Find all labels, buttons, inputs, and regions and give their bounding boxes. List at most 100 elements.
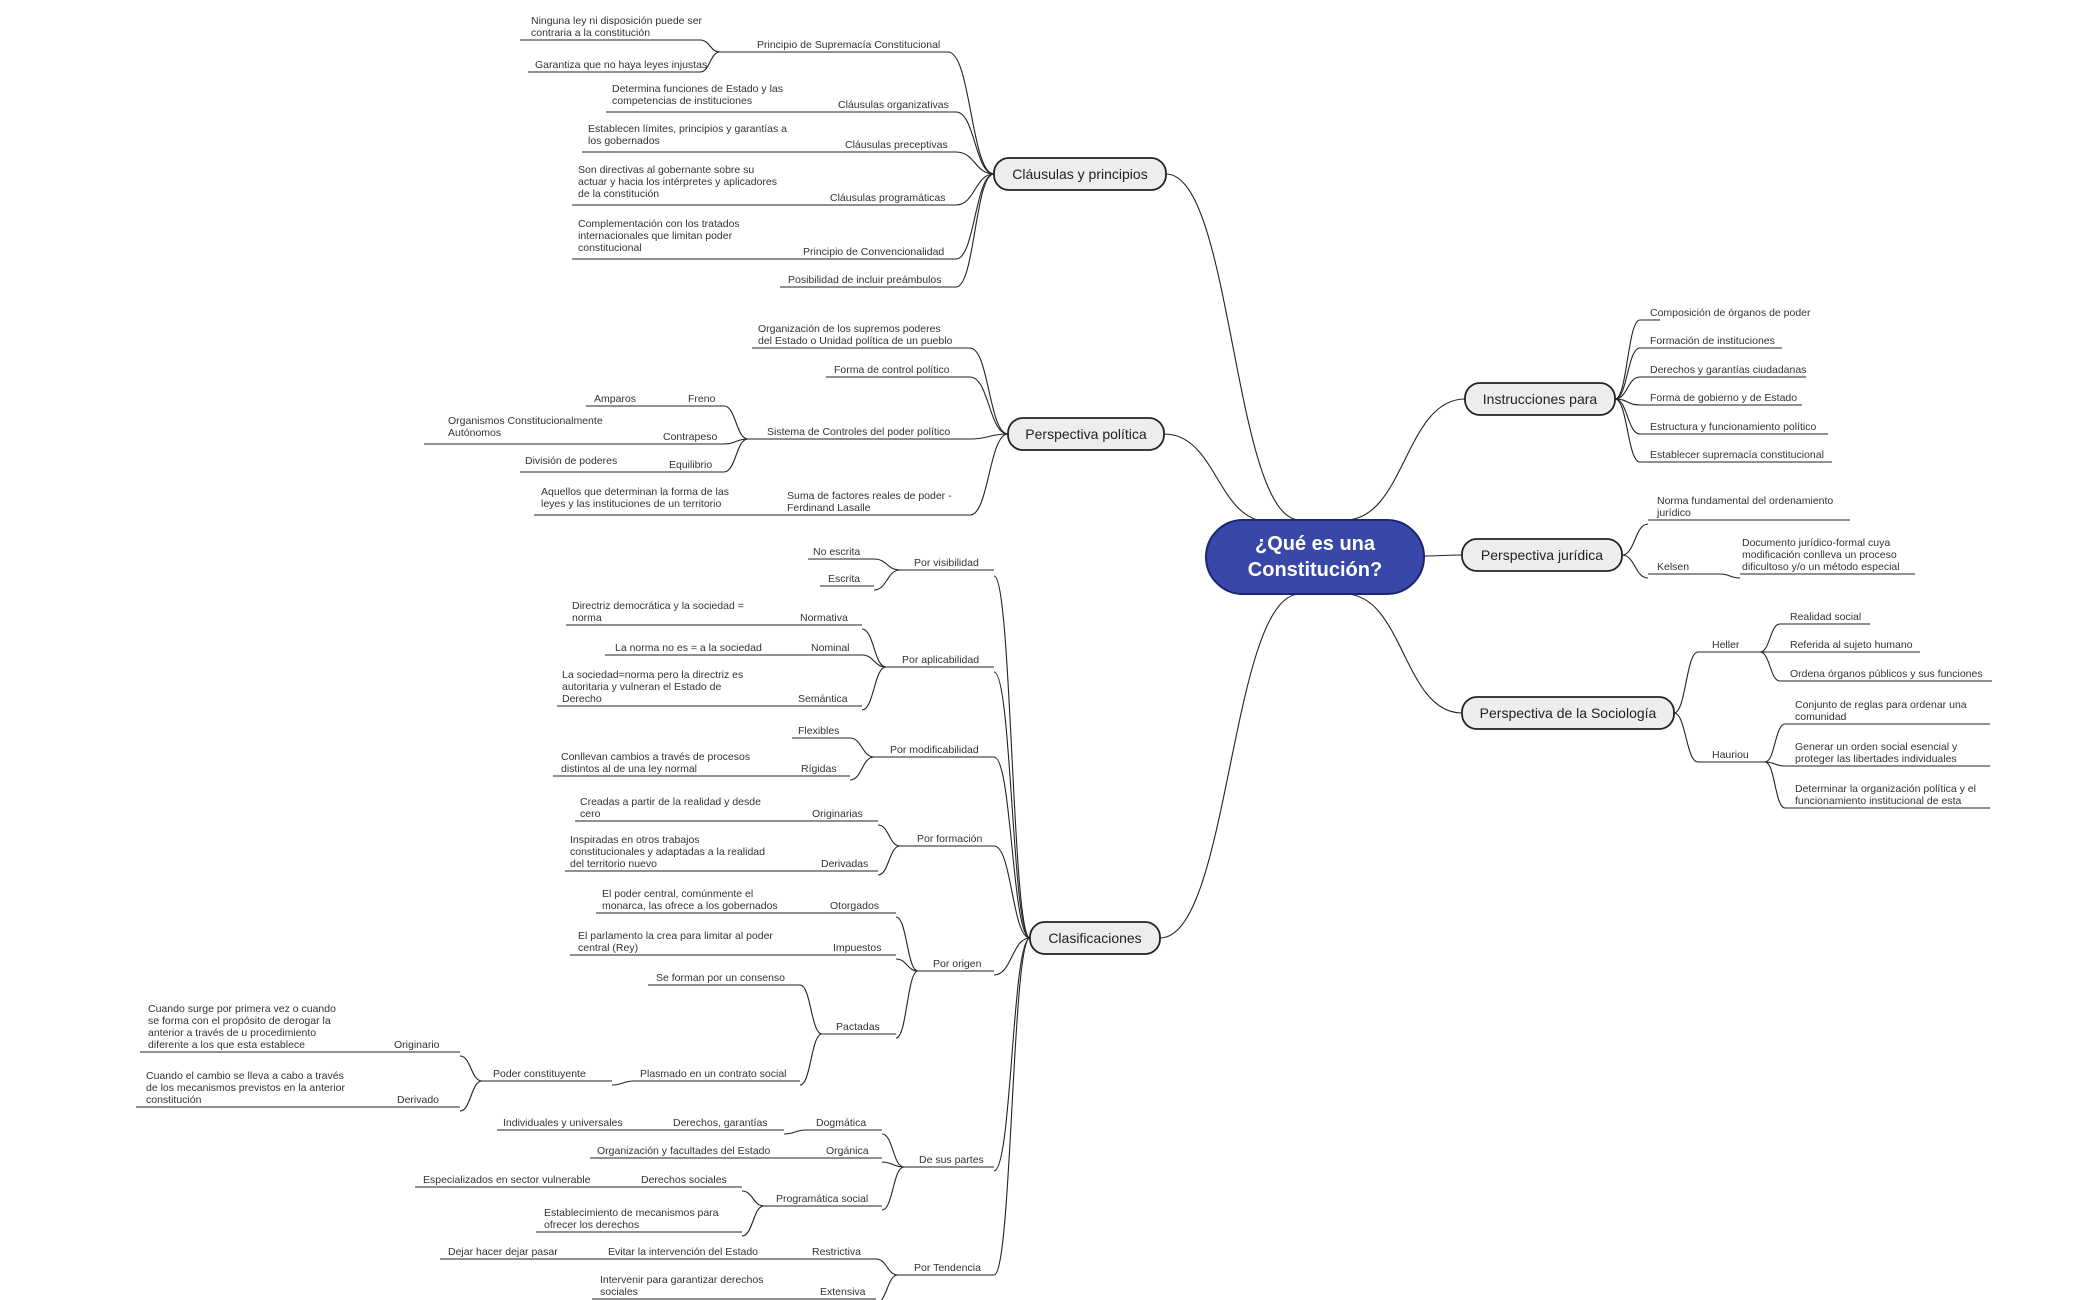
- node-restrictiva: Restrictiva: [812, 1246, 861, 1258]
- topic-instrucciones-para[interactable]: [1464, 382, 1616, 416]
- topic-perspectiva-politica[interactable]: [1007, 417, 1165, 451]
- connector: [723, 438, 749, 473]
- node-division-poderes: División de poderes: [525, 455, 617, 467]
- connector: [1673, 712, 1699, 763]
- node-evitar: Evitar la intervención del Estado: [608, 1246, 758, 1258]
- node-poder-constituyente: Poder constituyente: [493, 1068, 586, 1080]
- node-no-escrita: No escrita: [813, 546, 860, 558]
- node-amparos: Amparos: [594, 393, 636, 405]
- node-preambulos: Posibilidad de incluir preámbulos: [788, 274, 942, 286]
- connector: [993, 937, 1031, 1276]
- connector: [1621, 523, 1649, 556]
- node-hauriou: Hauriou: [1712, 749, 1749, 761]
- connector: [993, 845, 1031, 939]
- node-aplicabilidad: Por aplicabilidad: [902, 654, 979, 666]
- connector: [969, 347, 1009, 435]
- node-formacion: Por formación: [917, 833, 983, 845]
- connector: [1759, 651, 1781, 682]
- connector: [849, 756, 875, 781]
- topic-clausulas-principios-label: Cláusulas y principios: [1012, 166, 1147, 182]
- connector: [611, 1080, 635, 1086]
- node-dogmatica: Dogmática: [816, 1117, 866, 1129]
- instruccion-item: Forma de gobierno y de Estado: [1650, 392, 1797, 404]
- node-convencionalidad: Principio de Convencionalidad: [803, 246, 944, 258]
- node-organica: Orgánica: [826, 1145, 869, 1157]
- connector: [1621, 554, 1649, 579]
- node-programatica: Programática social: [776, 1193, 868, 1205]
- node-impuestos: Impuestos: [833, 942, 881, 954]
- connector: [1759, 623, 1781, 653]
- connector: [895, 970, 919, 1039]
- topic-perspectiva-sociologia[interactable]: [1461, 696, 1675, 730]
- connector: [1614, 347, 1641, 400]
- connector: [849, 737, 875, 758]
- root-node[interactable]: [1205, 519, 1425, 595]
- connector: [459, 1080, 483, 1112]
- topic-perspectiva-politica-label: Perspectiva política: [1025, 426, 1147, 442]
- connector: [1614, 376, 1641, 400]
- connectors: [459, 39, 1786, 1300]
- connector: [1673, 651, 1699, 714]
- connector: [699, 39, 721, 53]
- connector: [955, 173, 995, 206]
- heller-item: Realidad social: [1790, 611, 1861, 623]
- connector: [861, 654, 887, 668]
- node-rigidas: Rígidas: [801, 763, 837, 775]
- instruccion-item: Establecer supremacía constitucional: [1650, 449, 1824, 461]
- node-freno: Freno: [688, 393, 716, 405]
- node-sistema: Sistema de Controles del poder político: [767, 426, 950, 438]
- connector: [955, 173, 995, 288]
- connector: [877, 845, 901, 876]
- connector: [1764, 761, 1786, 767]
- node-originarias: Originarias: [812, 808, 863, 820]
- connector: [1764, 761, 1786, 809]
- node-impuestos-c1: El parlamento la crea para limitar al po…: [578, 930, 773, 954]
- connector: [993, 937, 1031, 976]
- connector: [955, 111, 995, 175]
- instruccion-item: Estructura y funcionamiento político: [1650, 421, 1816, 433]
- node-derivado: Derivado: [397, 1094, 439, 1106]
- instruccion-item: Composición de órganos de poder: [1650, 307, 1811, 319]
- topic-clausulas-principios[interactable]: [993, 157, 1167, 191]
- node-derivadas: Derivadas: [821, 858, 868, 870]
- node-suma: Suma de factores reales de poder -Ferdin…: [787, 490, 952, 514]
- connector: [723, 405, 749, 440]
- connector: [877, 824, 901, 847]
- instruccion-item: Derechos y garantías ciudadanas: [1650, 364, 1806, 376]
- node-origen: Por origen: [933, 958, 982, 970]
- instruccion-item: Formación de instituciones: [1650, 335, 1775, 347]
- node-supremacia: Principio de Supremacía Constitucional: [757, 39, 940, 51]
- node-organizativas: Cláusulas organizativas: [838, 99, 949, 111]
- connector: [895, 916, 919, 972]
- topic-perspectiva-juridica[interactable]: [1461, 538, 1623, 572]
- connector: [881, 1133, 905, 1168]
- connector: [955, 173, 995, 260]
- node-semantica: Semántica: [798, 693, 848, 705]
- node-programaticas: Cláusulas programáticas: [830, 192, 946, 204]
- topic-clasificaciones[interactable]: [1029, 921, 1161, 955]
- connector: [1614, 319, 1641, 400]
- node-organica-c1: Organización y facultades del Estado: [597, 1145, 771, 1157]
- connector: [875, 1258, 899, 1276]
- connector: [1614, 398, 1641, 463]
- node-partes: De sus partes: [919, 1154, 984, 1166]
- connector: [993, 575, 1031, 939]
- connector: [873, 558, 901, 571]
- node-modificabilidad: Por modificabilidad: [890, 744, 979, 756]
- connector: [947, 51, 995, 175]
- node-heller: Heller: [1712, 639, 1740, 651]
- connector: [969, 433, 1009, 440]
